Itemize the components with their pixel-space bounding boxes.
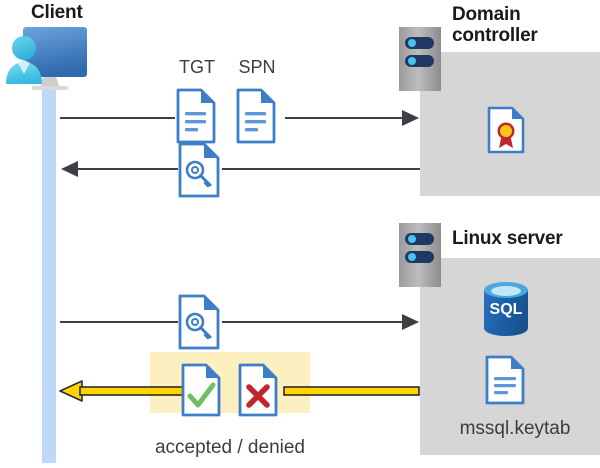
tgt-label: TGT <box>179 57 215 77</box>
linux-server-title: Linux server <box>452 228 563 249</box>
flow-linux-to-client-gold-arrow <box>58 380 420 402</box>
document-keytab-icon <box>485 355 525 405</box>
sql-database-icon: SQL <box>481 281 531 337</box>
client-title: Client <box>31 2 83 23</box>
flow-client-to-dc-arrowhead <box>402 109 420 127</box>
flow-client-to-linux-arrowhead <box>402 313 420 331</box>
flow-client-to-linux-line-left <box>60 321 178 323</box>
keytab-filename-label: mssql.keytab <box>459 418 571 439</box>
document-key-icon-1 <box>178 142 220 198</box>
flow-client-to-dc-line-right <box>285 117 405 119</box>
flow-client-to-linux-line-right <box>222 321 405 323</box>
result-highlight-box <box>150 352 310 413</box>
flow-dc-to-client-arrowhead <box>60 160 78 178</box>
client-lifeline <box>42 78 56 463</box>
document-tgt-icon <box>176 88 216 144</box>
document-certificate-icon <box>487 106 525 154</box>
document-key-icon-2 <box>178 294 220 350</box>
flow-dc-to-client-line-left <box>76 168 178 170</box>
document-denied-icon <box>238 363 278 417</box>
client-icon <box>4 22 96 94</box>
document-spn-icon <box>236 88 276 144</box>
spn-label: SPN <box>238 57 276 77</box>
domain-controller-title: Domain controller <box>452 4 538 47</box>
domain-controller-rack-icon <box>398 26 442 92</box>
flow-client-to-dc-line-left <box>60 117 175 119</box>
result-label: accepted / denied <box>154 437 305 458</box>
flow-dc-to-client-line-right <box>222 168 420 170</box>
document-accepted-icon <box>181 363 221 417</box>
linux-server-rack-icon <box>398 222 442 288</box>
sql-database-label: SQL <box>490 301 523 318</box>
